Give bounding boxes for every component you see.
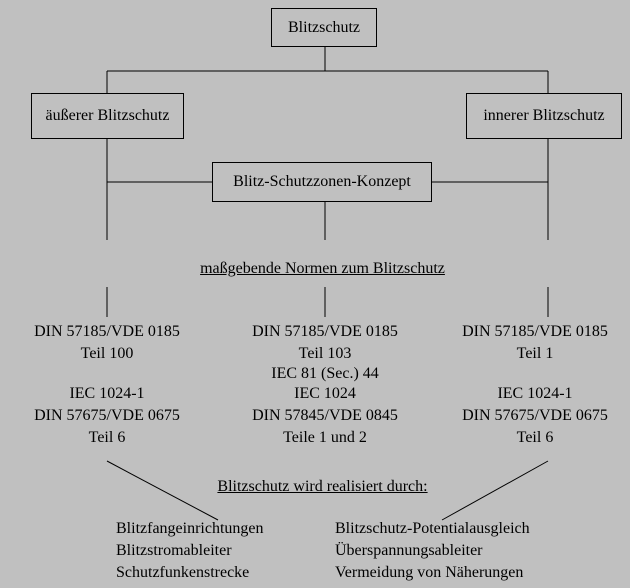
box-outer-protection-label: äußerer Blitzschutz — [45, 107, 170, 124]
norms-left-line: DIN 57675/VDE 0675 — [34, 407, 180, 424]
realized-left-item: Schutzfunkenstrecke — [116, 564, 250, 581]
norms-right-line — [440, 365, 630, 383]
norms-right-line: DIN 57675/VDE 0675 — [462, 407, 608, 424]
norms-center-line: Teil 103 — [298, 345, 352, 362]
norms-left-line: Teil 100 — [80, 345, 134, 362]
norms-right: DIN 57185/VDE 0185 Teil 1 IEC 1024-1 DIN… — [440, 321, 630, 449]
norms-left: DIN 57185/VDE 0185 Teil 100 IEC 1024-1 D… — [0, 321, 214, 449]
realized-right: Blitzschutz-Potentialausgleich Überspann… — [335, 518, 530, 584]
norms-center-line: IEC 1024 — [294, 385, 356, 402]
norms-right-line: Teil 6 — [516, 429, 554, 446]
norms-right-line: IEC 1024-1 — [497, 385, 573, 402]
realized-left-item: Blitzfangeinrichtungen — [116, 520, 264, 537]
box-outer-protection: äußerer Blitzschutz — [31, 93, 184, 139]
norms-center-line: IEC 81 (Sec.) 44 — [271, 365, 379, 382]
norms-center-line: DIN 57185/VDE 0185 — [252, 323, 398, 340]
realized-right-item: Blitzschutz-Potentialausgleich — [335, 520, 530, 537]
realized-left: Blitzfangeinrichtungen Blitzstromableite… — [116, 518, 264, 584]
norms-center-line: DIN 57845/VDE 0845 — [252, 407, 398, 424]
box-inner-protection: innerer Blitzschutz — [466, 93, 622, 139]
box-inner-protection-label: innerer Blitzschutz — [483, 107, 605, 124]
norms-center: DIN 57185/VDE 0185 Teil 103 IEC 81 (Sec.… — [212, 321, 438, 449]
box-blitzschutz: Blitzschutz — [271, 8, 377, 47]
norms-left-line — [0, 365, 214, 383]
box-blitzschutz-label: Blitzschutz — [288, 18, 360, 36]
realized-left-item: Blitzstromableiter — [116, 542, 232, 559]
norms-center-line: Teile 1 und 2 — [283, 429, 367, 446]
box-zones-concept: Blitz-Schutzzonen-Konzept — [212, 162, 432, 202]
realized-heading: Blitzschutz wird realisiert durch: — [217, 478, 428, 495]
norms-right-line: DIN 57185/VDE 0185 — [462, 323, 608, 340]
norms-right-line: Teil 1 — [516, 345, 554, 362]
realized-right-item: Vermeidung von Näherungen — [335, 564, 524, 581]
realized-right-item: Überspannungsableiter — [335, 542, 483, 559]
norms-left-line: IEC 1024-1 — [69, 385, 145, 402]
norms-left-line: Teil 6 — [88, 429, 126, 446]
box-zones-concept-label: Blitz-Schutzzonen-Konzept — [233, 173, 411, 190]
norms-heading: maßgebende Normen zum Blitzschutz — [200, 260, 445, 277]
norms-left-line: DIN 57185/VDE 0185 — [34, 323, 180, 340]
